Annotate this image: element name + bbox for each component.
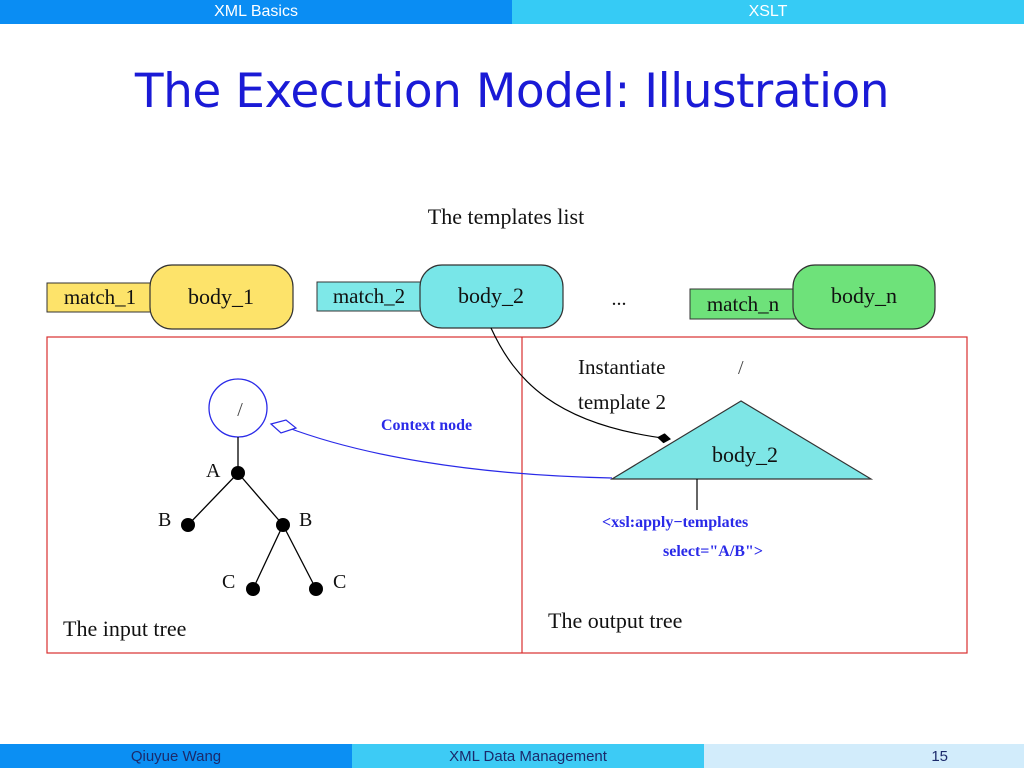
template-n: match_n body_n [689, 264, 936, 330]
footer-bar: Qiuyue Wang XML Data Management 15 [0, 744, 1024, 768]
input-tree: / A B B C C The input tree [63, 378, 346, 641]
instantiate-label-line1: Instantiate [578, 355, 665, 379]
context-node-arrowhead [269, 419, 298, 434]
tree-node-b-left [181, 518, 195, 532]
tree-node-c-left [246, 582, 260, 596]
tree-label-c-left: C [222, 571, 235, 593]
template-1-body-box [149, 264, 294, 330]
template-1-body-label: body_1 [188, 284, 254, 309]
slide-title: The Execution Model: Illustration [134, 64, 890, 119]
tree-edge-bright-cright [282, 524, 317, 590]
tree-node-c-right [309, 582, 323, 596]
instantiate-label-line2: template 2 [578, 390, 666, 414]
footer-author: Qiuyue Wang [0, 744, 352, 768]
apply-templates-line1: <xsl:apply−templates [602, 514, 748, 531]
template-1-match-box [46, 282, 154, 313]
template-1-match-label: match_1 [64, 285, 136, 309]
template-2-match-label: match_2 [333, 284, 405, 308]
template-n-match-label: match_n [707, 292, 780, 316]
top-nav-bar: XML Basics XSLT [0, 0, 1024, 24]
context-node-label: Context node [381, 417, 472, 434]
context-node-arrow [285, 426, 613, 479]
nav-section-xml-basics[interactable]: XML Basics [0, 0, 512, 24]
tree-edge-bright-cleft [252, 524, 284, 590]
output-body-label: body_2 [712, 442, 778, 467]
tree-label-b-left: B [158, 509, 171, 531]
input-tree-root-label: / [237, 399, 243, 421]
output-tree-label: The output tree [548, 608, 682, 633]
tree-edge-a-bright [237, 472, 284, 526]
footer-course: XML Data Management [352, 744, 704, 768]
templates-ellipsis: ... [612, 288, 627, 310]
nav-section-xslt[interactable]: XSLT [512, 0, 1024, 24]
tree-node-b-right [276, 518, 290, 532]
tree-node-a [231, 466, 245, 480]
template-2: match_2 body_2 [316, 264, 564, 329]
template-n-body-label: body_n [831, 283, 897, 308]
tree-label-b-right: B [299, 509, 312, 531]
apply-templates-line2: select="A/B"> [663, 543, 763, 560]
footer-page-number: 15 [704, 744, 1024, 768]
template-2-body-label: body_2 [458, 283, 524, 308]
tree-edge-a-bleft [187, 472, 239, 526]
output-body-triangle [609, 400, 874, 480]
templates-list-label: The templates list [428, 204, 584, 229]
input-tree-label: The input tree [63, 616, 186, 641]
template-1: match_1 body_1 [46, 264, 294, 330]
instantiate-arrow [490, 327, 671, 444]
tree-label-a: A [206, 460, 221, 482]
template-n-body-box [792, 264, 936, 330]
output-root-label: / [738, 357, 744, 379]
trees-frame [46, 336, 968, 654]
tree-label-c-right: C [333, 571, 346, 593]
